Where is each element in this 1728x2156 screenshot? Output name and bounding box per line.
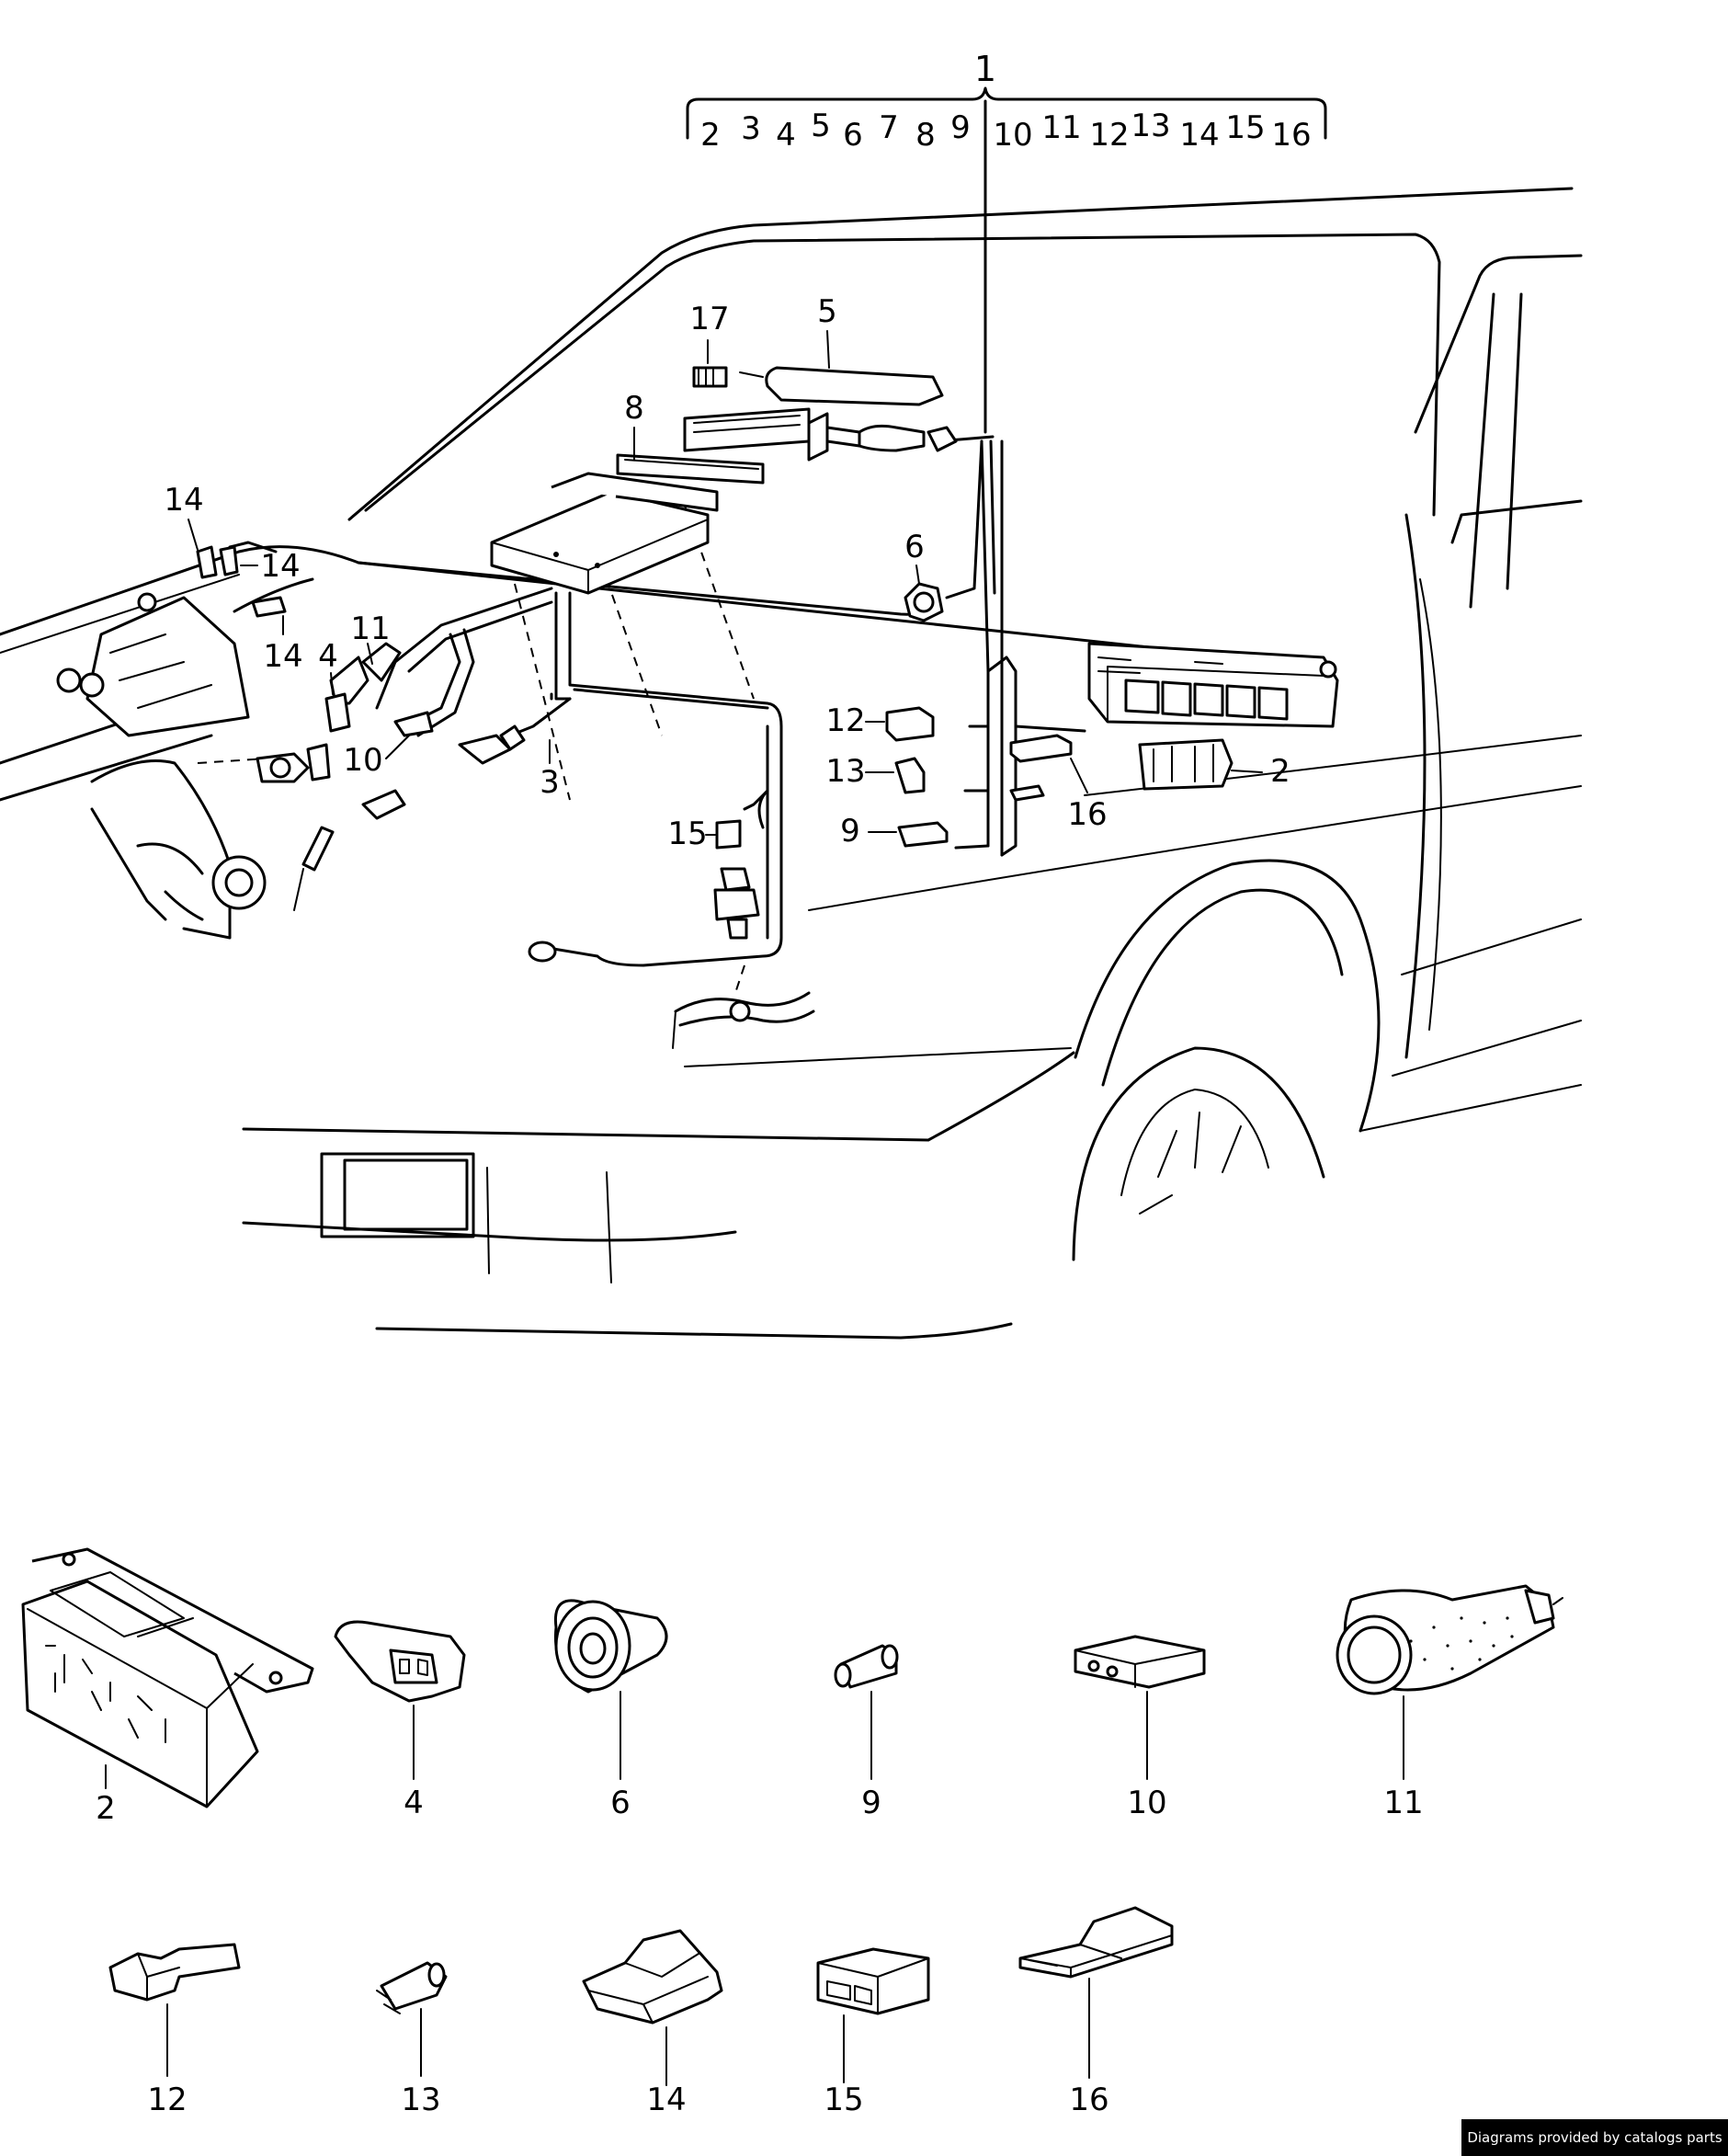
callout-16: 16: [1067, 796, 1107, 833]
relay-holder-gasket: [616, 453, 765, 485]
callout-10: 10: [343, 742, 382, 779]
connectors-12-13-9: [885, 706, 949, 848]
header-sub-labels: 2 3 4 5 6 7 8 9 10 11 12 13 14 15 16: [700, 108, 1311, 154]
connector-16-in-car: [1009, 734, 1073, 802]
callout-2: 2: [1270, 753, 1290, 790]
callout-3: 3: [540, 764, 560, 801]
callout-14-c: 14: [263, 638, 302, 675]
detail-part-15: 15: [816, 1947, 930, 2118]
relay-plate-2-in-car: [1138, 738, 1233, 791]
header-sub-label: 4: [776, 117, 796, 154]
header-sub-label: 11: [1041, 109, 1081, 146]
header-sub-label: 2: [700, 117, 721, 154]
relay-panel-top: [683, 407, 861, 462]
detail-part-6: 6: [553, 1599, 668, 1821]
header-sub-label: 6: [843, 117, 863, 154]
detail-part-9: 9: [834, 1644, 899, 1821]
header-sub-label: 15: [1225, 109, 1265, 146]
callout-14-b: 14: [260, 548, 300, 585]
car-body-outline: [0, 187, 1583, 1340]
grommet-6-in-car: [904, 582, 944, 622]
callout-9: 9: [840, 813, 860, 850]
callout-8: 8: [624, 390, 644, 427]
engine-bay-components: [56, 592, 335, 940]
detail-label-14: 14: [646, 2082, 686, 2118]
callout-12: 12: [825, 702, 865, 739]
detail-label-15: 15: [824, 2082, 863, 2118]
header-sub-label: 13: [1131, 108, 1170, 144]
callout-13: 13: [825, 753, 865, 790]
detail-label-6: 6: [610, 1785, 631, 1821]
control-unit: [490, 472, 719, 595]
header-label: 1: [974, 49, 996, 89]
header-sub-label: 10: [993, 117, 1032, 154]
inline-connectors-top: [858, 424, 958, 452]
switch-15-in-car: [713, 819, 760, 940]
callout-4: 4: [318, 638, 338, 675]
header-sub-label: 5: [811, 108, 831, 144]
detail-part-2: 2: [21, 1547, 314, 1827]
credit-badge: Diagrams provided by catalogs parts: [1461, 2119, 1728, 2156]
callout-11: 11: [350, 610, 390, 647]
detail-label-2: 2: [96, 1790, 116, 1827]
detail-label-16: 16: [1069, 2082, 1108, 2118]
detail-part-11: 11: [1336, 1584, 1563, 1821]
callout-6: 6: [904, 529, 925, 565]
header-bracket: 1 2 3 4 5 6 7 8 9 10 11 12 13 14 15 16: [686, 49, 1327, 434]
screw-17: [692, 366, 728, 388]
harness-parts-left: [256, 642, 526, 820]
callout-17: 17: [689, 301, 729, 337]
detail-label-10: 10: [1127, 1785, 1166, 1821]
callout-15: 15: [667, 816, 707, 852]
detail-label-4: 4: [404, 1785, 424, 1821]
detail-part-16: 16: [1018, 1906, 1174, 2118]
detail-part-12: 12: [108, 1943, 241, 2118]
relay-board-right: [1087, 642, 1339, 728]
detail-label-13: 13: [401, 2082, 440, 2118]
header-sub-label: 12: [1089, 117, 1129, 154]
detail-label-9: 9: [861, 1785, 881, 1821]
header-sub-label: 3: [741, 110, 761, 147]
connector-housing-top: [739, 366, 944, 406]
detail-part-13: 13: [376, 1961, 448, 2118]
detail-part-10: 10: [1074, 1635, 1206, 1821]
detail-label-12: 12: [147, 2082, 187, 2118]
detail-part-14: 14: [582, 1929, 723, 2118]
header-sub-label: 16: [1271, 117, 1311, 154]
ground-strap: [528, 941, 815, 1049]
header-sub-label: 8: [915, 117, 936, 154]
header-sub-label: 14: [1179, 117, 1219, 154]
fuse-clips-14: [196, 545, 287, 618]
header-sub-label: 7: [879, 109, 899, 146]
callout-14-a: 14: [164, 482, 203, 519]
detail-part-4: 4: [334, 1620, 466, 1821]
callout-5: 5: [817, 293, 837, 330]
callouts: 17 5 8 14 14 14 11 4 10 3 6 12 13 9 16 2…: [164, 293, 1290, 852]
detail-label-11: 11: [1383, 1785, 1423, 1821]
header-sub-label: 9: [950, 109, 971, 146]
